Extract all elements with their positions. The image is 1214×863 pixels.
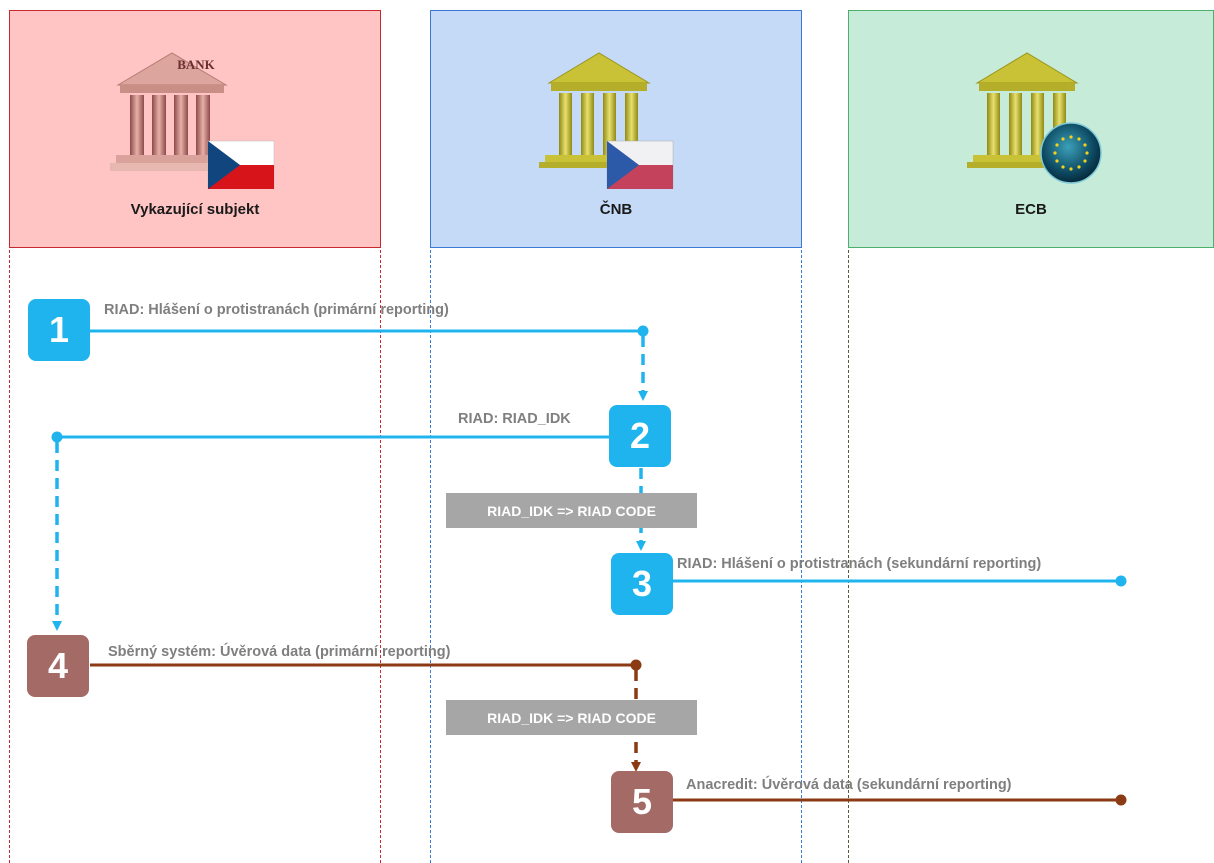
eu-globe-icon <box>1040 122 1102 184</box>
message-step-3: RIAD: Hlášení o protistranách (sekundárn… <box>677 556 1042 572</box>
bank-logo-text: BANK <box>177 57 215 72</box>
step-badge-3: 3 <box>611 553 673 615</box>
participant-label-cnb: ČNB <box>599 201 633 218</box>
step-badge-5: 5 <box>611 771 673 833</box>
step-badge-4: 4 <box>27 635 89 697</box>
step-badge-2: 2 <box>609 405 671 467</box>
bank-building-icon <box>110 49 280 190</box>
step-badge-1: 1 <box>28 299 90 361</box>
participant-panel-cnb: ČNB <box>430 10 802 248</box>
participant-label-bank: Vykazující subjekt <box>130 201 260 218</box>
lifeline-bank-left <box>9 250 10 863</box>
czech-flag-icon <box>207 140 275 190</box>
participant-panel-ecb: ECB <box>848 10 1214 248</box>
transformation-box-1: RIAD_IDK => RIAD CODE <box>446 493 697 528</box>
message-step-4: Sběrný systém: Úvěrová data (primární re… <box>108 644 451 660</box>
lifeline-cnb-left <box>430 250 431 863</box>
message-step-1: RIAD: Hlášení o protistranách (primární … <box>104 302 449 318</box>
connector-dot-1 <box>637 325 649 337</box>
participant-label-ecb: ECB <box>1015 201 1047 218</box>
message-step-2: RIAD: RIAD_IDK <box>458 411 571 427</box>
connector-dot-3 <box>1115 575 1127 587</box>
message-step-5: Anacredit: Úvěrová data (sekundární repo… <box>686 777 1012 793</box>
participant-panel-bank: BANK Vykazující subjekt <box>9 10 381 248</box>
eu-bank-building-icon <box>967 49 1127 189</box>
connector-dot-4 <box>630 659 642 671</box>
connector-dot-5 <box>1115 794 1127 806</box>
transformation-box-2: RIAD_IDK => RIAD CODE <box>446 700 697 735</box>
czech-flag-icon <box>606 140 674 190</box>
lifeline-bank-right <box>380 250 381 863</box>
lifeline-ecb-left <box>848 250 849 863</box>
lifeline-cnb-right <box>801 250 802 863</box>
central-bank-building-icon <box>539 49 699 190</box>
connector-dot-2 <box>51 431 63 443</box>
